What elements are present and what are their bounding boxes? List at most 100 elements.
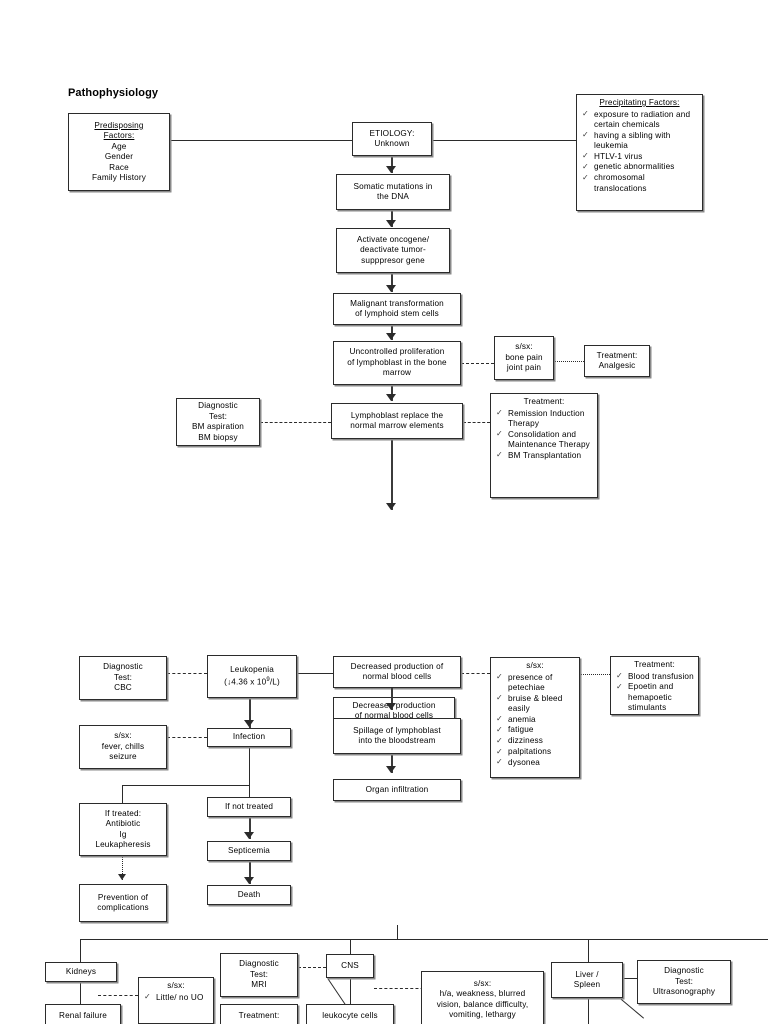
- arrowhead-down-icon: [244, 877, 254, 884]
- analgesic-line1: Treatment:: [596, 350, 638, 360]
- analgesic-line2: Analgesic: [598, 361, 636, 370]
- kidneys-line1: Kidneys: [65, 966, 97, 976]
- box-ssx-bone-pain: s/sx: bone pain joint pain: [494, 336, 554, 380]
- box-if-treated: If treated: Antibiotic Ig Leukapheresis: [79, 803, 167, 856]
- connector-infection-split: [122, 785, 250, 786]
- list-item: ✓fatigue: [495, 725, 575, 735]
- connector-dotted-to-if-treated: [122, 789, 123, 803]
- decreased-production-line2: normal blood cells: [362, 672, 432, 681]
- ssx-blood-heading: s/sx:: [526, 661, 544, 670]
- somatic-line1: Somatic mutations in: [353, 181, 433, 191]
- ssx-bone-line3: joint pain: [506, 363, 542, 373]
- check-icon: ✓: [144, 992, 151, 1001]
- diagnostic-mri-line1: Diagnostic: [239, 959, 279, 969]
- list-item: ✓presence of petechiae: [495, 672, 575, 694]
- box-ssx-fever: s/sx: fever, chills seizure: [79, 725, 167, 769]
- box-diagnostic-test-ultrasonography: Diagnostic Test: Ultrasonography: [637, 960, 731, 1004]
- arrowhead-down-icon: [386, 333, 396, 340]
- treatment-blood-item-1: Epoetin and hemapoetic stimulants: [628, 682, 674, 712]
- box-leukocyte-cells: leukocyte cells: [306, 1004, 394, 1024]
- treatment-main-heading: Treatment:: [523, 397, 565, 406]
- box-diagnostic-test-mri: Diagnostic Test: MRI: [220, 953, 298, 997]
- list-item: ✓HTLV-1 virus: [581, 151, 698, 162]
- list-item: ✓Little/ no UO: [143, 992, 209, 1003]
- leukocyte-line1: leukocyte cells: [322, 1010, 378, 1020]
- box-renal-failure: Renal failure: [45, 1004, 121, 1024]
- list-item: ✓genetic abnormalities: [581, 162, 698, 172]
- connector-uncontrolled-to-lymphoblast: [391, 385, 393, 401]
- treatment-cns-line1: Treatment:: [238, 1010, 280, 1020]
- diagnostic-mri-line2: Test:: [249, 969, 269, 979]
- decreased-production-line1: Decreased production of: [350, 661, 444, 671]
- diagnostic-cbc-line2: Test:: [113, 672, 133, 682]
- ssx-blood-item-5: palpitations: [508, 747, 552, 757]
- check-icon: ✓: [496, 408, 503, 417]
- ssx-bone-line2: bone pain: [505, 352, 543, 362]
- cns-line1: CNS: [341, 960, 359, 970]
- malignant-line2: of lymphoid stem cells: [355, 309, 439, 318]
- list-item: ✓ Epoetin and hemapoetic stimulants: [615, 682, 694, 713]
- list-item: ✓Consolidation and Maintenance Therapy: [495, 429, 593, 451]
- check-icon: ✓: [616, 671, 623, 680]
- precipitating-item-1: having a sibling with leukemia: [594, 130, 671, 150]
- connector-kidneys-to-renal-failure: [80, 982, 81, 1004]
- check-icon: ✓: [582, 172, 589, 182]
- box-treatment-cns: Treatment:: [220, 1004, 298, 1024]
- treatment-blood-list: ✓ Blood transfusion ✓ Epoetin and hemapoet…: [615, 671, 694, 714]
- diagnostic-bm-line4: BM biopsy: [198, 432, 238, 442]
- box-lymphoblast-replace: Lymphoblast replace the normal marrow el…: [331, 403, 463, 439]
- connector-malignant-to-uncontrolled: [391, 325, 393, 340]
- connector-leukopenia-to-decreased: [297, 673, 333, 674]
- box-precipitating-factors: Precipitating Factors: ✓ exposure to radi…: [576, 94, 703, 211]
- connector-oncogene-to-malignant: [391, 273, 393, 292]
- if-treated-line1: If treated:: [104, 808, 142, 818]
- precipitating-item-0: exposure to radiation and certain chemic…: [594, 109, 691, 129]
- connector-cns-to-ssx-cns: [374, 988, 434, 989]
- prevention-line2: complications: [97, 903, 149, 912]
- lymphoblast-replace-line1: Lymphoblast replace the: [350, 410, 444, 420]
- box-leukopenia: Leukopenia (↓4.36 x 109/L): [207, 655, 297, 698]
- diagnostic-bm-line1: Diagnostic: [198, 401, 238, 410]
- predisposing-item-family-history: Family History: [92, 173, 146, 182]
- ssx-blood-item-1: bruise & bleed easily: [508, 693, 563, 713]
- box-treatment-blood: Treatment: ✓ Blood transfusion ✓ Epoetin a…: [610, 656, 699, 715]
- arrowhead-down-icon: [244, 720, 254, 727]
- connector-ssx-blood-to-treatment-blood: [580, 674, 610, 675]
- leukopenia-line1: Leukopenia: [230, 664, 274, 674]
- list-item: ✓Remission Induction Therapy: [495, 408, 593, 430]
- check-icon: ✓: [582, 151, 589, 161]
- diagnostic-cbc-line1: Diagnostic: [103, 662, 143, 672]
- check-icon: ✓: [616, 681, 623, 691]
- box-treatment-main: Treatment: ✓Remission Induction Therapy …: [490, 393, 598, 498]
- box-ssx-renal: s/sx: ✓Little/ no UO: [138, 977, 214, 1024]
- box-predisposing-factors: Predisposing Factors: Age Gender Race Fa…: [68, 113, 170, 191]
- infection-line1: Infection: [232, 732, 266, 742]
- check-icon: ✓: [496, 693, 503, 703]
- box-ssx-cns: s/sx: h/a, weakness, blurred vision, bal…: [421, 971, 544, 1024]
- ssx-cns-line1: s/sx:: [473, 978, 492, 988]
- ssx-fever-line2: fever, chills: [101, 741, 145, 751]
- predisposing-heading-line2: Factors:: [103, 131, 135, 140]
- precipitating-list: ✓ exposure to radiation and certain chemi…: [581, 109, 698, 194]
- box-diagnostic-test-cbc: Diagnostic Test: CBC: [79, 656, 167, 700]
- list-item: ✓ Blood transfusion: [615, 671, 694, 682]
- ssx-blood-item-4: dizziness: [508, 736, 544, 746]
- treatment-blood-heading: Treatment:: [634, 660, 675, 669]
- arrowhead-down-icon: [386, 394, 396, 401]
- uncontrolled-line3: marrow: [382, 368, 412, 378]
- connector-infection-down: [249, 747, 250, 785]
- diagnostic-uts-line2: Test:: [674, 976, 694, 986]
- check-icon: ✓: [496, 450, 503, 460]
- check-icon: ✓: [582, 161, 589, 171]
- oncogene-line1: Activate oncogene/: [356, 234, 430, 244]
- oncogene-line2: deactivate tumor-: [360, 245, 426, 255]
- connector-bus-to-liver-spleen: [588, 939, 589, 962]
- connector-cns-to-leukocyte: [350, 978, 351, 1004]
- ssx-bone-line1: s/sx:: [515, 342, 533, 352]
- box-etiology: ETIOLOGY: Unknown: [352, 122, 432, 156]
- precipitating-heading: Precipitating Factors:: [599, 98, 680, 107]
- treatment-blood-item-0: Blood transfusion: [628, 671, 694, 681]
- connector-etiology-to-precipitating: [432, 140, 576, 141]
- liver-spleen-line2: Spleen: [573, 980, 601, 989]
- connector-diagnostic-bm-to-lymphoblast: [260, 422, 331, 423]
